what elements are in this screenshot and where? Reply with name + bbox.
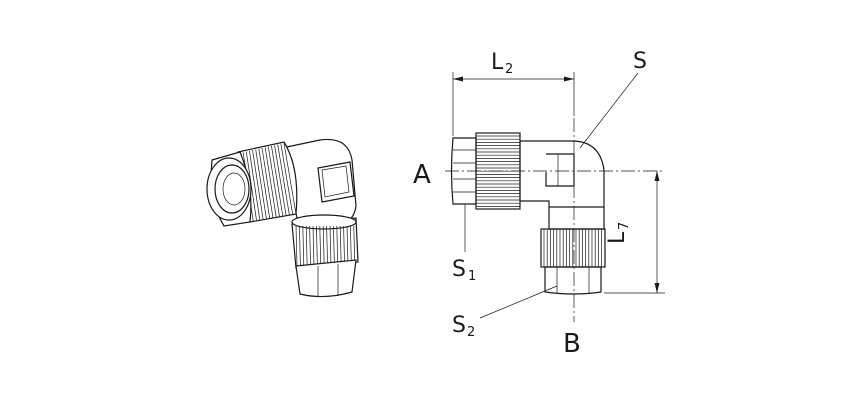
- dimension-l7: [604, 171, 665, 294]
- label-l7-sub: 7: [617, 222, 632, 230]
- dimension-l2: [452, 72, 575, 136]
- knurl-line: [274, 145, 287, 216]
- knurl-line: [264, 147, 277, 218]
- isometric-view: [206, 138, 359, 298]
- knurled-nut-horizontal: [475, 132, 521, 210]
- leader-s: [579, 72, 639, 149]
- knurl-line: [312, 225, 315, 267]
- knurl-line: [336, 225, 339, 267]
- label-a: A: [413, 160, 431, 190]
- label-s2-main: S: [452, 313, 466, 338]
- knurl-line: [299, 225, 301, 267]
- knurl-line: [280, 143, 294, 215]
- side-port: [317, 161, 355, 203]
- label-s2-sub: 2: [467, 325, 475, 340]
- knurled-nut-2: [291, 214, 359, 269]
- knurl-line: [350, 225, 352, 267]
- label-l7: L 7: [605, 222, 632, 244]
- knurl-line: [322, 225, 325, 267]
- hex-body-front: [206, 151, 252, 227]
- knurl-line: [277, 144, 290, 216]
- knurl-line: [316, 225, 318, 267]
- knurl-line: [271, 145, 284, 217]
- knurl-line: [261, 147, 274, 219]
- label-s1: S 1: [452, 257, 476, 284]
- knurl-line: [283, 142, 297, 215]
- label-l7-main: L: [605, 231, 630, 244]
- elbow-body-ortho: [519, 140, 605, 230]
- label-l2: L 2: [491, 50, 513, 77]
- hex-end-s2: [544, 266, 602, 295]
- hex-end-s1: [450, 137, 477, 205]
- knurl-line: [305, 225, 308, 267]
- knurl-line: [267, 146, 280, 217]
- label-s: S: [633, 49, 647, 74]
- knurl-line: [326, 225, 328, 267]
- knurl-line: [295, 225, 298, 267]
- label-b: B: [563, 329, 581, 359]
- knurl-line: [255, 149, 267, 220]
- knurl-line: [343, 225, 345, 267]
- hex-body-bottom: [295, 259, 357, 298]
- knurled-nut-vertical: [540, 228, 606, 268]
- knurl-line: [333, 225, 335, 267]
- knurl-line: [252, 150, 264, 220]
- label-s2: S 2: [452, 313, 475, 340]
- knurl-line: [329, 225, 332, 267]
- knurl-line: [339, 225, 342, 267]
- knurl-line: [302, 225, 305, 267]
- knurl-line: [249, 150, 261, 221]
- knurled-nut-1: [237, 141, 298, 223]
- knurl-line: [258, 148, 271, 219]
- label-s1-main: S: [452, 257, 466, 282]
- knurl-line: [346, 225, 349, 267]
- leader-s2: [479, 285, 558, 319]
- knurl-line: [309, 225, 311, 267]
- label-s1-sub: 1: [468, 269, 476, 284]
- orthographic-view: [445, 72, 665, 322]
- label-l2-sub: 2: [505, 62, 513, 77]
- label-l2-main: L: [491, 50, 504, 75]
- knurl-line: [319, 225, 322, 267]
- knurl-line: [353, 225, 356, 267]
